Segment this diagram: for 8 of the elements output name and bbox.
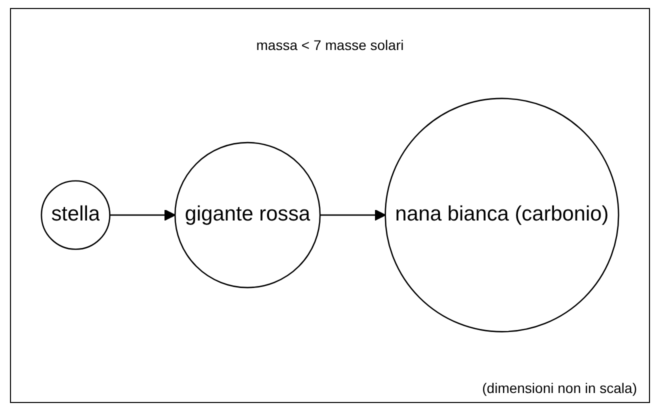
arrow (320, 210, 386, 222)
node-circle (174, 142, 321, 289)
caption: (dimensioni non in scala) (482, 380, 637, 396)
node-circle (384, 98, 620, 333)
node-circle (40, 180, 110, 250)
frame-border: massa < 7 masse solari stella gigante rossa nana bianca (carbonio) (dimensioni non in scala) (10, 8, 650, 403)
arrow (110, 210, 176, 222)
diagram-title: massa < 7 masse solari (255, 37, 405, 53)
